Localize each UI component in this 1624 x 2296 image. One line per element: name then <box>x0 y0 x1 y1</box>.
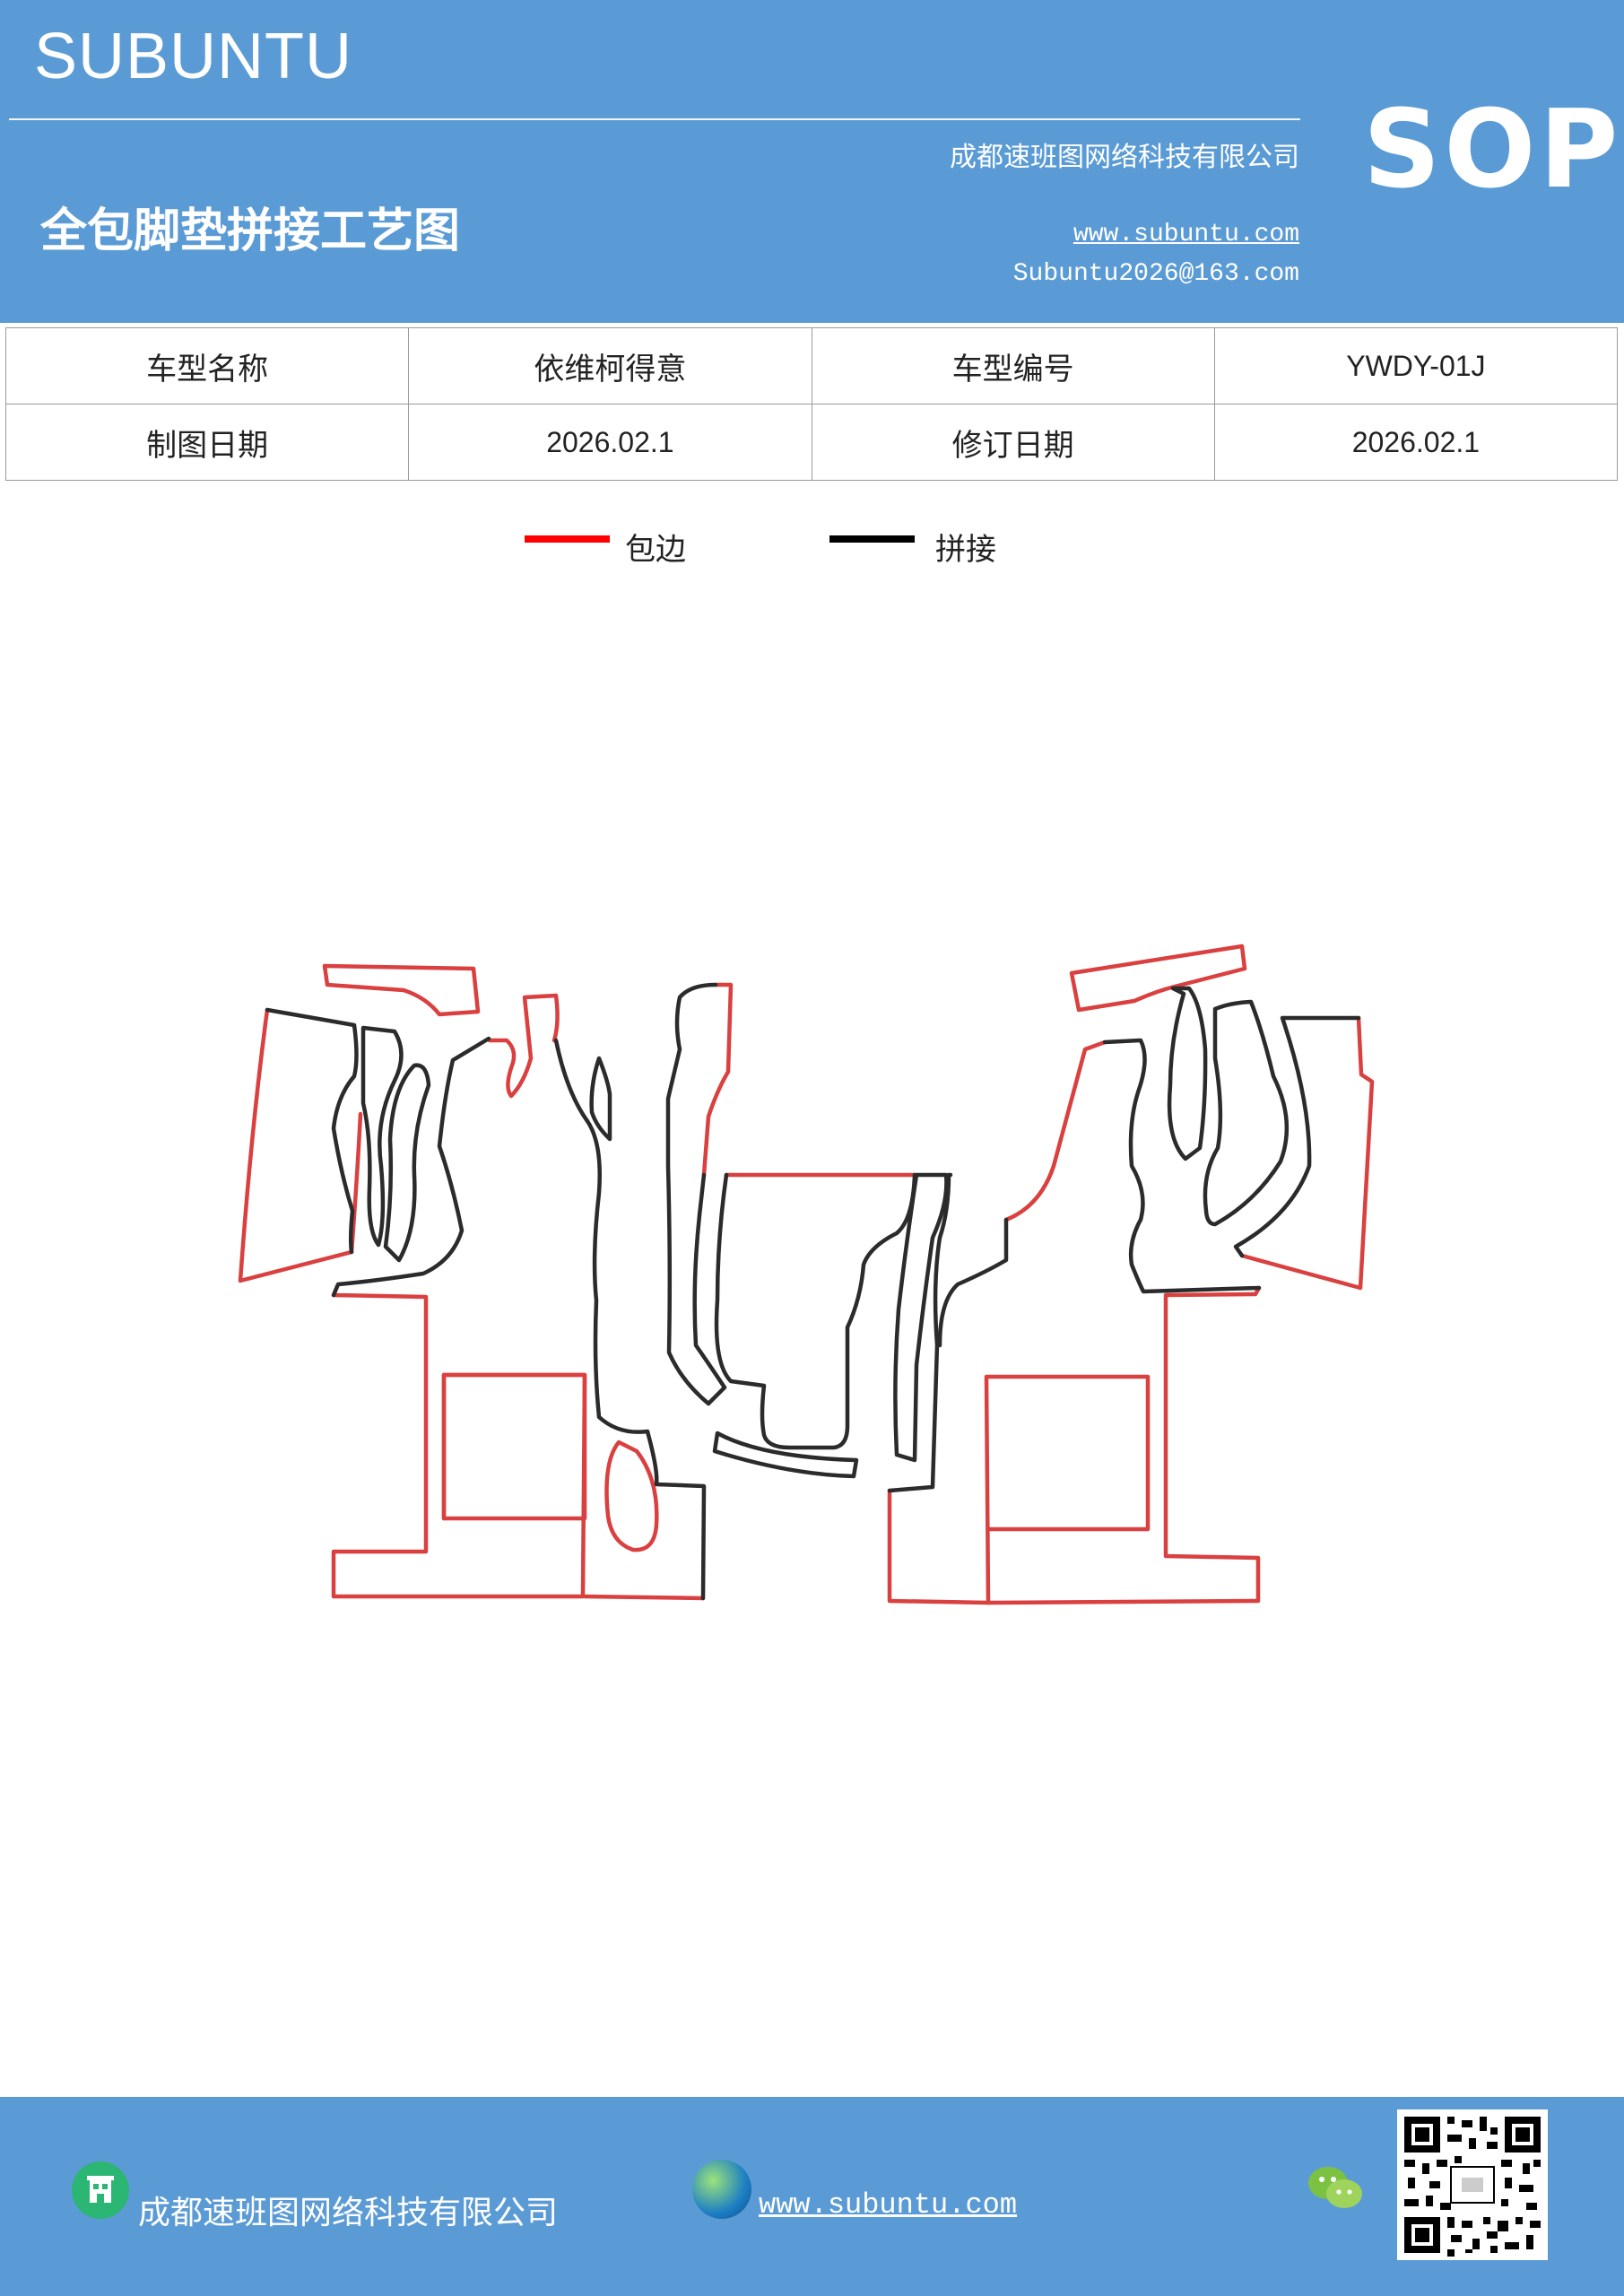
mat-piece <box>322 963 481 1017</box>
seam-line <box>714 1172 917 1450</box>
table-cell: 车型名称 <box>4 327 410 404</box>
seam-line <box>553 1038 707 1601</box>
mat-piece <box>984 1285 1262 1605</box>
legend-swatch-red <box>525 535 610 543</box>
floor-mat-diagram <box>238 944 1375 1605</box>
table-row: 制图日期 2026.02.1 修订日期 2026.02.1 <box>4 404 1619 481</box>
mat-edge <box>1003 1039 1107 1222</box>
mat-piece <box>1167 986 1208 1161</box>
header-banner: SUBUNTU 成都速班图网络科技有限公司 全包脚垫拼接工艺图 www.subu… <box>0 0 1624 323</box>
seam-line <box>1102 1038 1262 1294</box>
email-address[interactable]: Subuntu2026@163.com <box>1012 260 1299 288</box>
mat-edge <box>582 1594 706 1601</box>
mat-piece <box>893 1172 949 1463</box>
mat-piece <box>238 1007 363 1283</box>
edge-outlines <box>238 944 1375 1605</box>
seam-line <box>1233 1015 1361 1258</box>
mat-piece <box>441 1372 587 1521</box>
mat-piece <box>589 1056 612 1142</box>
website-link[interactable]: www.subuntu.com <box>1073 221 1299 248</box>
table-cell: 依维柯得意 <box>408 327 812 404</box>
footer-banner: 成都速班图网络科技有限公司 www.subuntu.com <box>0 2097 1624 2296</box>
wechat-icon[interactable] <box>1305 2161 1368 2215</box>
mat-edge <box>1239 1015 1375 1291</box>
table-cell: 车型编号 <box>811 327 1215 404</box>
document-title: 全包脚垫拼接工艺图 <box>40 204 461 258</box>
legend-label: 包边 <box>625 532 686 568</box>
mat-piece <box>604 1439 659 1552</box>
company-name: 成都速班图网络科技有限公司 <box>950 142 1299 173</box>
mat-piece <box>1069 944 1247 1013</box>
building-icon <box>72 2161 129 2219</box>
brand-logo: SUBUNTU <box>34 21 353 92</box>
seam-lines <box>265 982 1361 1601</box>
mat-piece <box>712 1431 859 1479</box>
vehicle-info-table: 车型名称 依维柯得意 车型编号 YWDY-01J 制图日期 2026.02.1 … <box>4 327 1619 481</box>
seam-line <box>937 1217 1009 1348</box>
mat-piece <box>331 1292 587 1599</box>
seam-line <box>331 1036 491 1298</box>
footer-website-link[interactable]: www.subuntu.com <box>759 2188 1018 2222</box>
table-cell: 2026.02.1 <box>408 404 812 481</box>
header-divider <box>9 118 1300 120</box>
legend-label: 拼接 <box>935 532 996 568</box>
table-row: 车型名称 依维柯得意 车型编号 YWDY-01J <box>4 327 1619 404</box>
qr-code <box>1397 2109 1548 2260</box>
footer-company-name: 成都速班图网络科技有限公司 <box>138 2195 559 2231</box>
mat-piece <box>487 993 560 1099</box>
table-cell: 制图日期 <box>4 404 410 481</box>
table-cell: 2026.02.1 <box>1213 404 1619 481</box>
mat-edge <box>701 982 734 1178</box>
seam-line <box>665 982 727 1406</box>
mat-piece <box>360 1025 404 1248</box>
mat-edge <box>887 1488 991 1605</box>
sop-mark: SOP <box>1363 88 1622 213</box>
table-cell: 修订日期 <box>811 404 1215 481</box>
table-cell: YWDY-01J <box>1213 327 1619 404</box>
mat-piece <box>1203 999 1290 1227</box>
globe-icon <box>692 2160 751 2219</box>
legend-swatch-black <box>829 535 915 543</box>
seam-line <box>887 1172 953 1493</box>
mat-piece <box>383 1063 431 1263</box>
seam-line <box>265 1007 359 1255</box>
